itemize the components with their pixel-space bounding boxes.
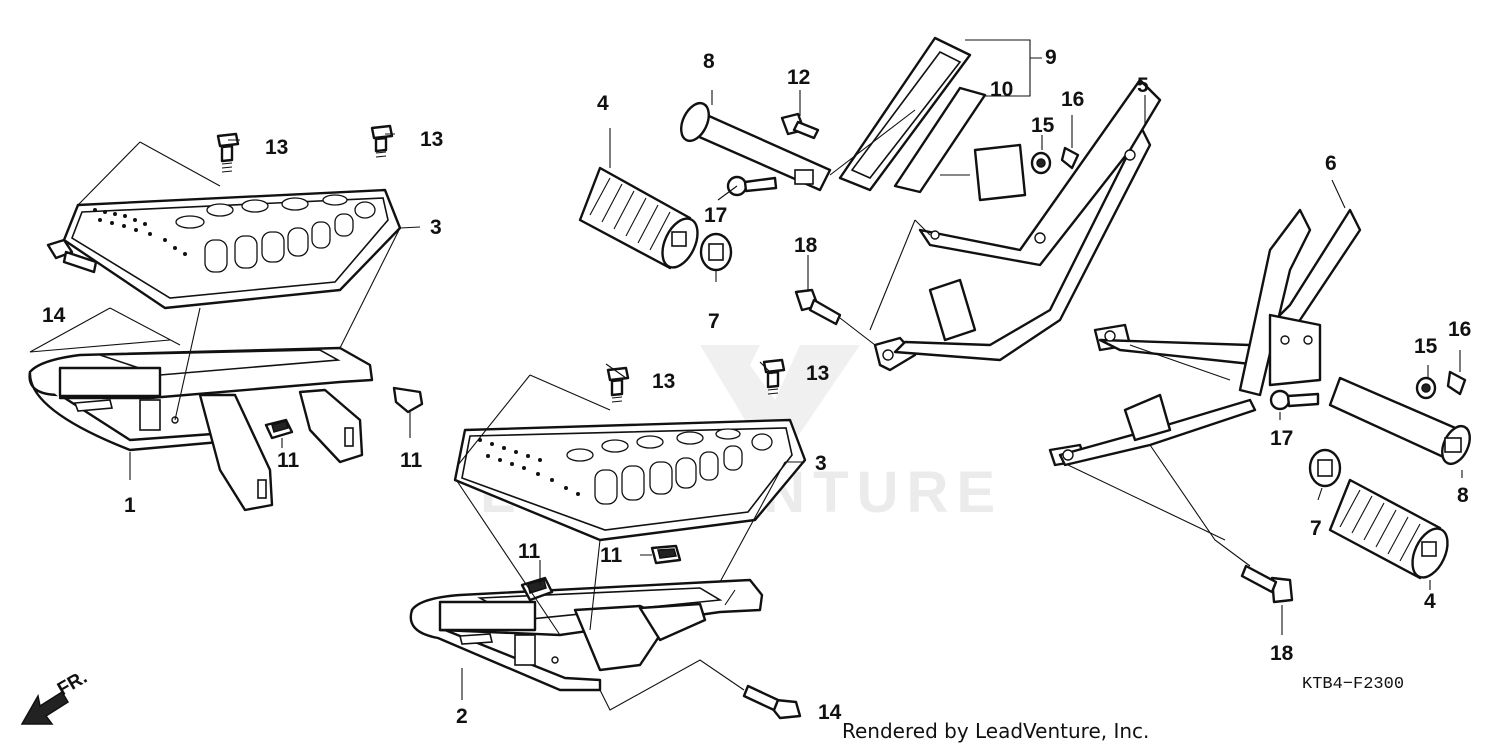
front-arrow-icon — [20, 690, 70, 725]
callout-13-center-b[interactable]: 13 — [806, 362, 829, 385]
washer-7-lower[interactable] — [1308, 448, 1342, 488]
clip-nut-11-center-b[interactable] — [650, 544, 682, 565]
callout-18-lower[interactable]: 18 — [1270, 642, 1294, 665]
footpeg-pin-upper[interactable] — [676, 99, 832, 192]
callout-8-lower[interactable]: 8 — [1457, 484, 1469, 507]
callout-7-lower[interactable]: 7 — [1310, 517, 1322, 540]
callout-10[interactable]: 10 — [990, 78, 1013, 101]
callout-2[interactable]: 2 — [456, 705, 468, 728]
callout-12[interactable]: 12 — [787, 66, 810, 89]
washer-7-upper[interactable] — [699, 232, 733, 272]
diagram-code: KTB4−F2300 — [1302, 675, 1404, 694]
cotter-pin-16-upper[interactable] — [1060, 146, 1080, 170]
bolt-13-left-b[interactable] — [370, 124, 394, 158]
washer-15-lower[interactable] — [1415, 376, 1437, 400]
bolt-18-lower[interactable] — [1240, 564, 1294, 604]
callout-15-lower[interactable]: 15 — [1414, 335, 1438, 358]
bolt-18-upper[interactable] — [794, 288, 842, 326]
callout-16-lower[interactable]: 16 — [1448, 318, 1471, 341]
callout-13-center-a[interactable]: 13 — [652, 370, 675, 393]
clip-nut-11-left-a[interactable] — [264, 418, 294, 440]
clip-nut-11-left-b[interactable] — [392, 386, 424, 414]
callout-7-upper[interactable]: 7 — [708, 310, 720, 333]
clevis-pin-17-upper[interactable] — [726, 175, 778, 197]
callout-18-upper[interactable]: 18 — [794, 234, 818, 257]
leader-lines — [29, 39, 1463, 711]
step-plate-left[interactable] — [62, 188, 402, 310]
callout-9[interactable]: 9 — [1045, 46, 1057, 69]
callout-13-left-a[interactable]: 13 — [265, 136, 288, 159]
bolt-13-center-b[interactable] — [762, 358, 786, 395]
callout-15-upper[interactable]: 15 — [1031, 114, 1055, 137]
footpeg-rubber-lower[interactable] — [1328, 478, 1455, 583]
clip-nut-11-center-a[interactable] — [520, 576, 554, 602]
callout-11-center-b[interactable]: 11 — [600, 544, 623, 567]
step-bracket-5[interactable] — [873, 78, 1162, 372]
callout-3-left[interactable]: 3 — [430, 216, 442, 239]
callout-4-lower[interactable]: 4 — [1424, 590, 1436, 613]
step-plate-center[interactable] — [453, 418, 807, 542]
clevis-pin-17-lower[interactable] — [1269, 389, 1320, 411]
callout-8-upper[interactable]: 8 — [703, 50, 715, 73]
front-direction-indicator: FR. — [20, 667, 91, 725]
rubber-strip-10[interactable] — [893, 86, 987, 194]
callout-14-center[interactable]: 14 — [818, 701, 842, 724]
callout-11-center-a[interactable]: 11 — [518, 540, 541, 563]
callout-3-center[interactable]: 3 — [815, 452, 827, 475]
callout-17-lower[interactable]: 17 — [1270, 427, 1293, 450]
callout-11-left-b[interactable]: 11 — [400, 449, 423, 472]
cotter-pin-16-lower[interactable] — [1446, 370, 1467, 396]
step-bracket-6[interactable] — [1048, 208, 1362, 467]
callout-16-upper[interactable]: 16 — [1061, 88, 1084, 111]
bolt-13-left-a[interactable] — [216, 132, 240, 173]
callout-5[interactable]: 5 — [1137, 74, 1149, 97]
bolt-14-center[interactable] — [742, 684, 802, 720]
footpeg-rubber-pad-9[interactable] — [838, 36, 972, 192]
bolt-13-center-a[interactable] — [606, 366, 630, 403]
step-frame-left[interactable] — [28, 346, 374, 512]
callout-14-left[interactable]: 14 — [42, 304, 66, 327]
callout-17-upper[interactable]: 17 — [704, 204, 727, 227]
watermark-logo — [700, 345, 860, 470]
footpeg-rubber-upper[interactable] — [578, 166, 705, 273]
callout-1[interactable]: 1 — [124, 494, 136, 517]
callout-13-left-b[interactable]: 13 — [420, 128, 443, 151]
callout-4-upper[interactable]: 4 — [597, 92, 609, 115]
bolt-14-left[interactable] — [46, 238, 98, 274]
step-frame-center[interactable] — [409, 578, 764, 692]
credit-line: Rendered by LeadVenture, Inc. — [842, 719, 1149, 743]
callout-11-left-a[interactable]: 11 — [277, 449, 300, 472]
callout-6[interactable]: 6 — [1325, 152, 1337, 175]
washer-15-upper[interactable] — [1030, 151, 1052, 175]
footpeg-pin-lower[interactable] — [1328, 376, 1475, 468]
bolt-12[interactable] — [780, 112, 820, 140]
callout-labels: 1 2 3 3 4 4 5 6 7 7 8 8 9 10 11 11 11 11… — [42, 46, 1471, 728]
